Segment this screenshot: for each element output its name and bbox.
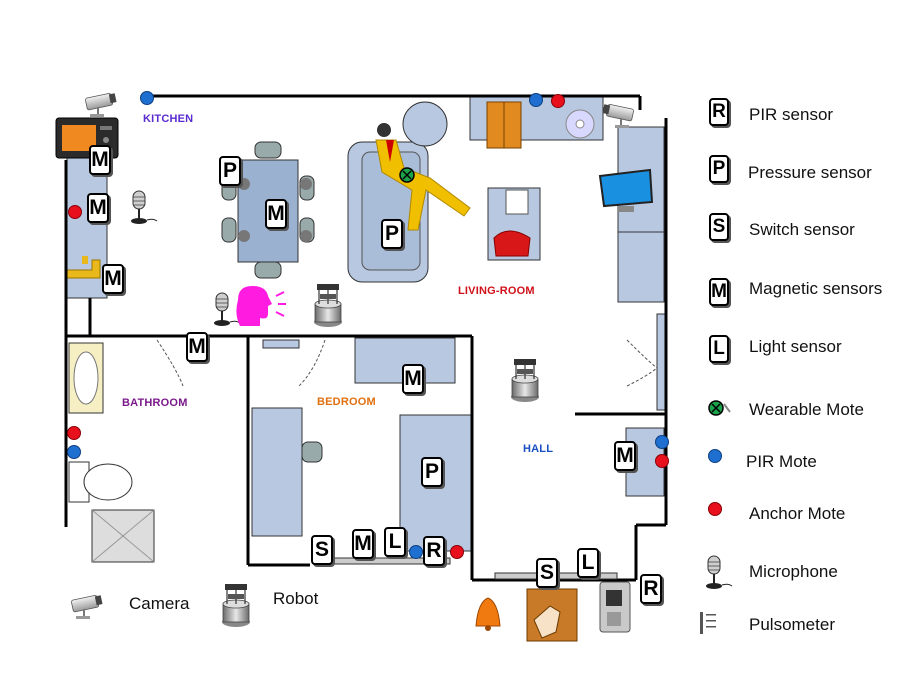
anchor-mote: [450, 545, 464, 559]
pir-mote: [409, 545, 423, 559]
phone-table: [487, 187, 541, 261]
legend-anchor-mote-dot: [708, 502, 722, 516]
doors: [156, 339, 658, 387]
cd-player: [565, 109, 595, 139]
robot-icon: [313, 283, 343, 328]
switch-sensor-badge: S: [311, 535, 333, 565]
robot-legend-icon: [221, 583, 251, 628]
legend-microphone: Microphone: [749, 562, 838, 581]
pressure-sensor-badge: P: [381, 219, 403, 249]
pir-mote: [655, 435, 669, 449]
legend-pir-mote: PIR Mote: [746, 452, 817, 471]
pressure-sensor-badge: P: [219, 156, 241, 186]
light-sensor-badge: L: [384, 527, 406, 557]
armchair-round: [402, 101, 448, 147]
camera-icon: [84, 92, 118, 118]
legend-pulsometer: Pulsometer: [749, 615, 835, 634]
room-label-kitchen: KITCHEN: [143, 113, 194, 125]
legend-magnetic-sensors: Magnetic sensors: [749, 279, 883, 298]
legend-anchor-mote: Anchor Mote: [749, 504, 846, 523]
pir-sensor-badge: R: [423, 536, 445, 566]
pir-mote: [140, 91, 154, 105]
magnetic-sensor-badge: M: [352, 529, 374, 559]
bell-icon: [475, 597, 501, 631]
microphone-icon: [130, 190, 158, 225]
anchor-mote: [68, 205, 82, 219]
pulsometer-legend-icon: [700, 612, 716, 634]
legend-light-sensor: Light sensor: [749, 337, 842, 356]
legend-magnetic-badge: M: [709, 278, 729, 306]
legend-pressure-sensor: Pressure sensor: [748, 163, 872, 182]
room-label-bathroom: BATHROOM: [122, 397, 188, 409]
legend-camera: Camera: [129, 594, 190, 613]
doorbell-press-icon: [526, 588, 578, 642]
shower: [91, 509, 155, 563]
microphone-icon: [213, 292, 241, 327]
anchor-mote: [655, 454, 669, 468]
legend-pir-badge: R: [709, 98, 729, 126]
wearable-mote-legend-icon: [708, 400, 731, 416]
room-label-bedroom: BEDROOM: [317, 396, 376, 408]
pir-mote: [529, 93, 543, 107]
dining-table: [221, 141, 315, 279]
pir-mote: [67, 445, 81, 459]
intercom-icon: [599, 581, 631, 633]
magnetic-sensor-badge: M: [402, 364, 424, 394]
legend-pressure-badge: P: [709, 155, 729, 183]
magnetic-sensor-badge: M: [614, 441, 636, 471]
wearable-mote-icon: [399, 167, 415, 183]
person-seated-icon: [375, 123, 471, 231]
camera-icon: [601, 103, 635, 129]
legend-robot: Robot: [273, 589, 319, 608]
magnetic-sensor-badge: M: [102, 264, 124, 294]
magnetic-sensor-badge: M: [186, 332, 208, 362]
anchor-mote: [551, 94, 565, 108]
speaking-head-icon: [236, 286, 286, 326]
legend-light-badge: L: [709, 335, 729, 363]
anchor-mote: [67, 426, 81, 440]
robot-icon: [510, 358, 540, 403]
toilet-icon: [68, 461, 133, 503]
legend-wearable-mote: Wearable Mote: [749, 400, 864, 419]
legend-pir-mote-dot: [708, 449, 722, 463]
bathroom-sink: [68, 342, 104, 414]
bedroom-furniture: [251, 337, 473, 552]
magnetic-sensor-badge: M: [265, 199, 287, 229]
pressure-sensor-badge: P: [421, 457, 443, 487]
tv-icon: [598, 168, 654, 212]
legend-switch-sensor: Switch sensor: [749, 220, 855, 239]
light-sensor-badge: L: [577, 548, 599, 578]
magnetic-sensor-badge: M: [87, 193, 109, 223]
legend-switch-badge: S: [709, 213, 729, 241]
magnetic-sensor-badge: M: [89, 145, 111, 175]
legend-pir-sensor: PIR sensor: [749, 105, 834, 124]
switch-sensor-badge: S: [536, 558, 558, 588]
walls: [64, 94, 668, 582]
tv-cabinet: [617, 126, 665, 303]
camera-legend-icon: [70, 594, 104, 620]
room-label-hall: HALL: [523, 443, 554, 455]
room-label-living-room: LIVING-ROOM: [458, 285, 535, 297]
pir-sensor-badge: R: [640, 574, 662, 604]
microphone-legend-icon: [705, 555, 733, 590]
